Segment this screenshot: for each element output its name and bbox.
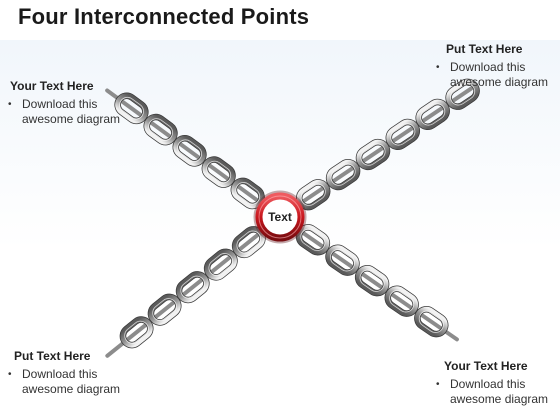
chain-link [172, 135, 207, 167]
callout-bullet: Download this awesome diagram [436, 377, 556, 407]
callout-bullet: Download this awesome diagram [8, 97, 138, 127]
callout-heading: Your Text Here [444, 359, 528, 373]
center-label: Text [268, 210, 292, 224]
callout-heading: Put Text Here [14, 349, 91, 363]
callout-top-right: Put Text Here Download this awesome diag… [436, 42, 556, 90]
chain-link [295, 224, 331, 256]
chain-link [231, 226, 266, 259]
chain-link [414, 306, 449, 338]
chain-link [230, 177, 265, 210]
page-title: Four Interconnected Points [18, 4, 310, 29]
callout-top-left: Your Text Here Download this awesome dia… [8, 79, 138, 127]
chain-link [295, 179, 331, 211]
callout-bottom-right: Your Text Here Download this awesome dia… [436, 359, 556, 407]
center-ring [253, 190, 307, 244]
chain-link [143, 113, 178, 146]
callout-bullet: Download this awesome diagram [436, 60, 556, 90]
chain-arm-top-right [295, 78, 480, 211]
chain-link [384, 285, 419, 317]
chain-link [203, 248, 238, 281]
chain-link [415, 98, 450, 130]
chain-link [147, 293, 182, 326]
callout-heading: Your Text Here [10, 79, 94, 93]
chain-arm-bottom-left [105, 226, 266, 358]
chain-link [201, 156, 236, 188]
chain-link [325, 244, 360, 276]
chain-link [385, 118, 421, 150]
chain-link [119, 316, 154, 349]
chain-arm-bottom-right [295, 224, 459, 342]
chain-link [325, 159, 361, 191]
chain-link [175, 271, 210, 304]
chain-arm-top-left [105, 88, 265, 210]
chain-link [355, 138, 391, 171]
callout-bullet: Download this awesome diagram [8, 367, 138, 397]
chain-link [354, 265, 390, 297]
callout-bottom-left: Put Text Here Download this awesome diag… [8, 349, 138, 397]
callout-heading: Put Text Here [446, 42, 523, 56]
